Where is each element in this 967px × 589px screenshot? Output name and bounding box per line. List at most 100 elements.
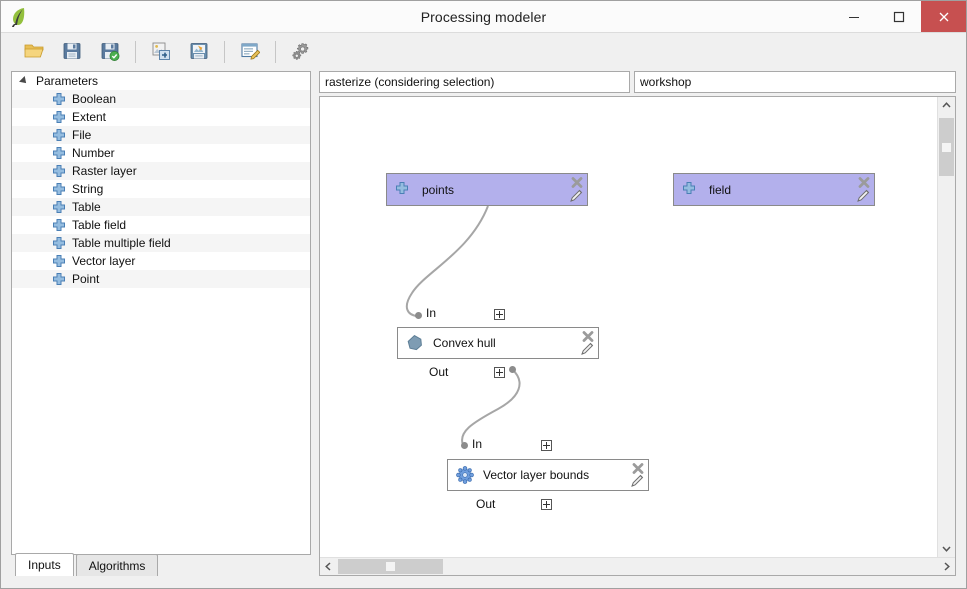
edit-pencil-icon[interactable] <box>856 188 871 203</box>
inputs-panel: Parameters Boolean Extent <box>11 71 311 576</box>
canvas-vertical-scrollbar[interactable] <box>937 97 955 557</box>
model-canvas[interactable]: points <box>320 97 937 557</box>
toolbar <box>1 33 966 71</box>
tree-item-table-multiple-field[interactable]: Table multiple field <box>12 234 310 252</box>
close-icon[interactable] <box>631 462 645 476</box>
scroll-thumb-grip <box>386 562 395 571</box>
tree-item-label: Table field <box>72 218 127 232</box>
tree-item-number[interactable]: Number <box>12 144 310 162</box>
tree-item-label: Table multiple field <box>72 236 171 250</box>
tree-item-label: Number <box>72 146 115 160</box>
run-model-button[interactable] <box>282 35 320 69</box>
convex-hull-in-port[interactable] <box>415 312 422 319</box>
tree-item-vector-layer[interactable]: Vector layer <box>12 252 310 270</box>
folder-open-icon <box>23 40 45 65</box>
tree-item-string[interactable]: String <box>12 180 310 198</box>
edit-pencil-icon[interactable] <box>569 188 584 203</box>
plus-parameter-icon <box>52 128 66 142</box>
tree-item-table[interactable]: Table <box>12 198 310 216</box>
convex-hull-out-expander[interactable] <box>494 367 505 378</box>
toolbar-separator <box>224 41 225 63</box>
model-name-input[interactable]: rasterize (considering selection) <box>319 71 630 93</box>
vector-layer-bounds-in-label: In <box>472 437 483 451</box>
run-gears-icon <box>291 41 311 64</box>
plus-parameter-icon <box>52 110 66 124</box>
tree-item-label: Table <box>72 200 101 214</box>
model-node-vector-layer-bounds[interactable]: Vector layer bounds <box>447 459 649 491</box>
vector-layer-bounds-out-expander[interactable] <box>541 499 552 510</box>
open-model-button[interactable] <box>15 35 53 69</box>
maximize-button[interactable] <box>876 1 921 32</box>
convex-hull-out-port[interactable] <box>509 366 516 373</box>
export-image-button[interactable] <box>142 35 180 69</box>
tree-item-point[interactable]: Point <box>12 270 310 288</box>
save-icon <box>62 41 82 64</box>
edit-pencil-icon[interactable] <box>630 473 645 488</box>
qgis-leaf-icon <box>7 5 31 29</box>
minimize-button[interactable] <box>831 1 876 32</box>
close-icon[interactable] <box>581 330 595 344</box>
tab-inputs[interactable]: Inputs <box>15 553 74 576</box>
vector-layer-bounds-in-expander[interactable] <box>541 440 552 451</box>
close-icon[interactable] <box>857 176 871 190</box>
tab-label: Inputs <box>28 558 61 572</box>
vertical-scroll-thumb[interactable] <box>939 118 954 176</box>
scroll-down-arrow-icon[interactable] <box>938 540 955 557</box>
tree-item-extent[interactable]: Extent <box>12 108 310 126</box>
plus-parameter-icon <box>52 92 66 106</box>
save-model-button[interactable] <box>53 35 91 69</box>
model-node-label: Vector layer bounds <box>483 468 590 482</box>
close-button[interactable] <box>921 1 966 32</box>
model-canvas-container: points <box>319 96 956 576</box>
convex-hull-out-label: Out <box>429 365 449 379</box>
tab-algorithms[interactable]: Algorithms <box>75 554 159 576</box>
tree-root-parameters[interactable]: Parameters <box>12 72 310 90</box>
tree-item-label: File <box>72 128 92 142</box>
tree-item-label: Point <box>72 272 100 286</box>
horizontal-scroll-thumb[interactable] <box>338 559 443 574</box>
page-title: Processing modeler <box>420 8 547 25</box>
vector-layer-bounds-out-label: Out <box>476 497 496 511</box>
export-image-icon <box>151 41 171 64</box>
canvas-horizontal-scrollbar[interactable] <box>320 557 955 575</box>
convex-hull-in-label: In <box>426 306 437 320</box>
save-model-as-button[interactable] <box>91 35 129 69</box>
save-as-icon <box>100 41 120 64</box>
tree-item-file[interactable]: File <box>12 126 310 144</box>
toolbar-separator <box>275 41 276 63</box>
scroll-up-arrow-icon[interactable] <box>938 97 955 114</box>
panel-tabs: Inputs Algorithms <box>11 553 311 576</box>
edit-help-button[interactable] <box>231 35 269 69</box>
scroll-thumb-grip <box>942 142 951 152</box>
tree-item-table-field[interactable]: Table field <box>12 216 310 234</box>
plus-parameter-icon <box>52 272 66 286</box>
tree-item-label: String <box>72 182 104 196</box>
plus-parameter-icon <box>395 181 413 199</box>
parameters-tree[interactable]: Parameters Boolean Extent <box>11 71 311 555</box>
tab-label: Algorithms <box>88 558 146 573</box>
model-editor-panel: rasterize (considering selection) worksh… <box>319 71 956 576</box>
model-name-row: rasterize (considering selection) worksh… <box>319 71 956 93</box>
vector-layer-bounds-in-port[interactable] <box>461 442 468 449</box>
vector-bounds-gear-icon <box>456 466 474 484</box>
edit-pencil-icon[interactable] <box>580 341 595 356</box>
tree-item-label: Extent <box>72 110 107 124</box>
model-node-label: Convex hull <box>433 336 496 350</box>
model-node-field[interactable]: field <box>673 173 875 206</box>
export-script-button[interactable] <box>180 35 218 69</box>
tree-item-boolean[interactable]: Boolean <box>12 90 310 108</box>
tree-item-raster-layer[interactable]: Raster layer <box>12 162 310 180</box>
triangle-expanded-icon[interactable] <box>20 75 32 87</box>
horizontal-scroll-track[interactable] <box>443 559 938 574</box>
vertical-scroll-track[interactable] <box>939 176 954 540</box>
convex-hull-in-expander[interactable] <box>494 309 505 320</box>
scroll-right-arrow-icon[interactable] <box>938 558 955 575</box>
model-node-label: field <box>709 182 732 197</box>
model-node-points[interactable]: points <box>386 173 588 206</box>
close-icon[interactable] <box>570 176 584 190</box>
scroll-left-arrow-icon[interactable] <box>320 558 337 575</box>
model-group-input[interactable]: workshop <box>634 71 956 93</box>
model-node-convex-hull[interactable]: Convex hull <box>397 327 599 359</box>
tree-item-label: Boolean <box>72 92 117 106</box>
convex-hull-polygon-icon <box>406 334 424 352</box>
